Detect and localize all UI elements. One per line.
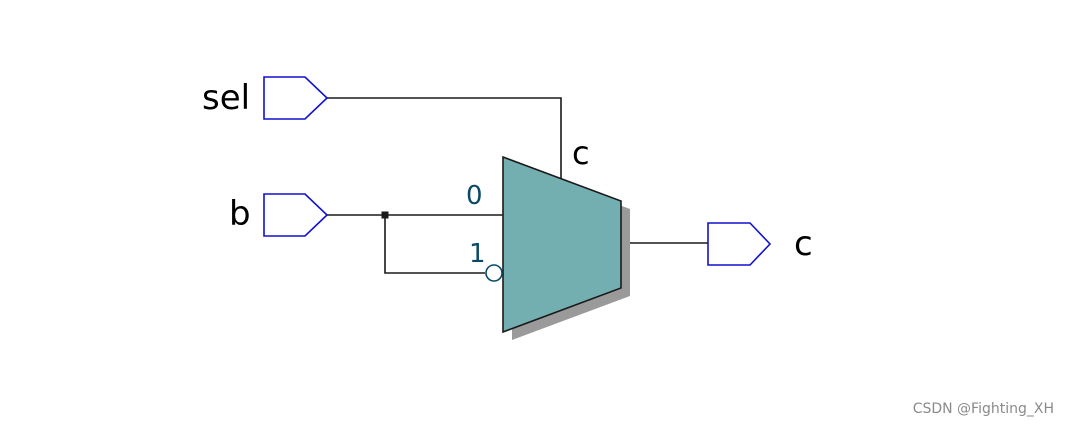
mux-input1-label: 1 [469,239,486,269]
c-port-label: c [794,224,813,264]
b-input-port[interactable] [263,193,329,237]
mux-select-label: c [572,134,590,172]
b-port-label: b [229,194,251,234]
c-output-port[interactable] [707,222,772,266]
sel-input-port[interactable] [263,76,329,120]
watermark: CSDN @Fighting_XH [912,401,1054,417]
sel-wire [327,97,562,178]
wire-junction-dot [381,211,389,219]
mux-input0-label: 0 [466,181,483,211]
mux-body[interactable] [502,155,622,334]
inverter-bubble [485,264,503,282]
b-to-input1-wire [384,215,485,274]
sel-port-label: sel [202,78,250,118]
